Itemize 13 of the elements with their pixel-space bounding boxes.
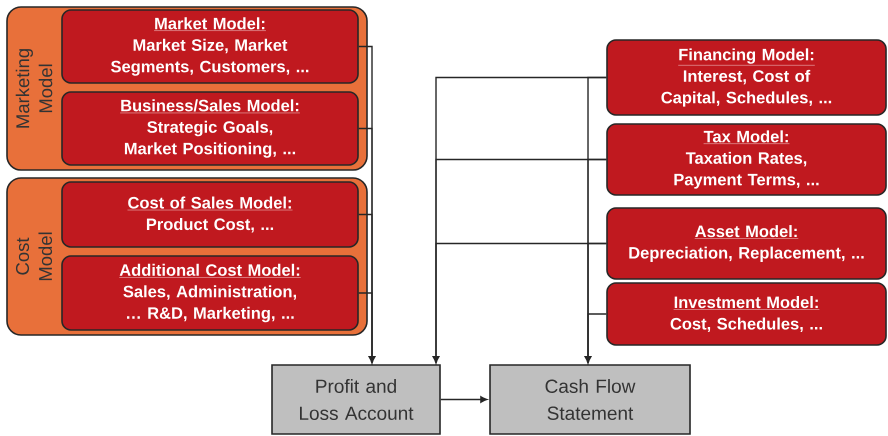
model-box: Tax Model: Taxation Rates, Payment Terms, ... xyxy=(606,123,887,196)
model-box: Asset Model: Depreciation, Replacement, ... xyxy=(606,207,887,280)
model-box: Business/Sales Model: Strategic Goals, Market Positioning, ... xyxy=(61,91,359,166)
model-box: Market Model: Market Size, Market Segments, Customers, ... xyxy=(61,9,359,84)
statement-box: Profit and Loss Account xyxy=(271,364,441,435)
model-box: Financing Model: Interest, Cost of Capital, Schedules, ... xyxy=(606,39,887,116)
model-box: Cost of Sales Model: Product Cost, ... xyxy=(61,181,359,248)
statement-box: Cash Flow Statement xyxy=(489,364,691,435)
arrow xyxy=(440,396,488,403)
model-box: Investment Model: Cost, Schedules, ... xyxy=(606,282,887,346)
model-box: Additional Cost Model: Sales, Administration, … R&D, Marketing, ... xyxy=(61,255,359,331)
arrow xyxy=(358,292,376,364)
arrow xyxy=(584,313,606,364)
